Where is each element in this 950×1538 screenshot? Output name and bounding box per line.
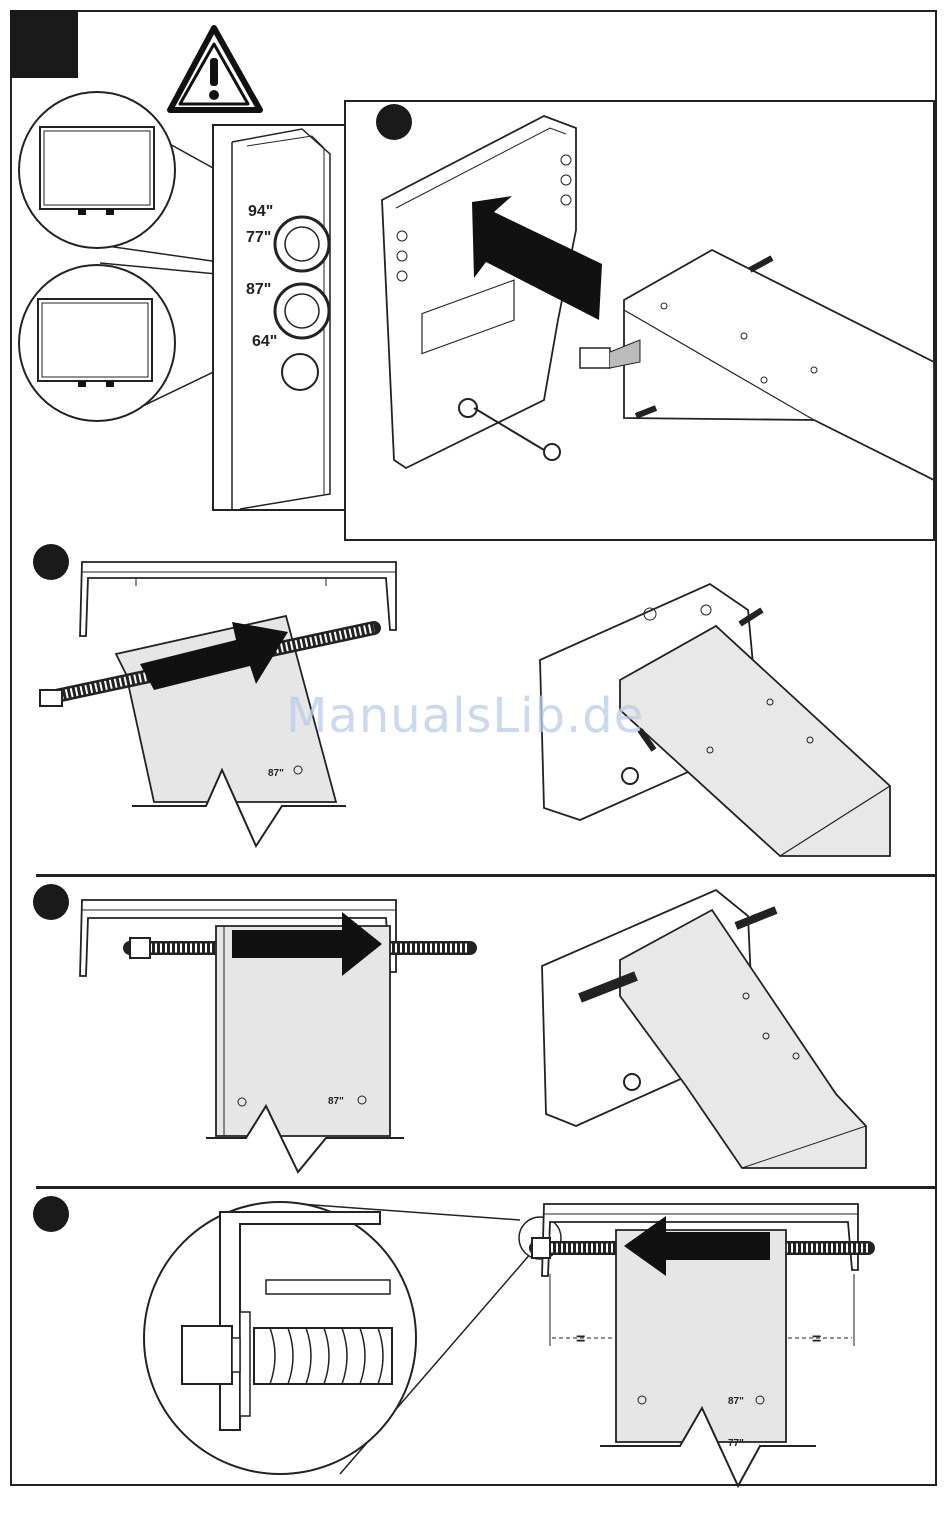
- equal-mark-left: =: [576, 1331, 585, 1348]
- mark-94-label: 94": [248, 203, 273, 220]
- step-c-iso-view: [536, 886, 876, 1178]
- step-c-top-view: 87": [70, 892, 490, 1182]
- section-divider: [36, 1186, 937, 1189]
- step-d-top-view: = = 87" 77": [516, 1196, 876, 1488]
- step-a-figure: [344, 100, 936, 542]
- magnifier-callout: [120, 1194, 540, 1484]
- mark-77-label: 77": [246, 229, 271, 246]
- d-mark-77: 77": [728, 1438, 744, 1449]
- c-mark-87: 87": [328, 1096, 344, 1107]
- step-number-tab: [10, 10, 78, 78]
- step-d-bullet: [33, 1196, 69, 1232]
- bolt-icon: [580, 348, 610, 368]
- watermark: ManualsLib.de: [286, 688, 666, 748]
- mark-87-label: 87": [246, 281, 271, 298]
- equal-mark-right: =: [812, 1331, 821, 1348]
- section-divider: [36, 874, 937, 877]
- step-c-bullet: [33, 884, 69, 920]
- mark-64-label: 64": [252, 333, 277, 350]
- step-a-bullet: [376, 104, 412, 140]
- d-mark-87: 87": [728, 1396, 744, 1407]
- b-mark-87: 87": [268, 768, 284, 779]
